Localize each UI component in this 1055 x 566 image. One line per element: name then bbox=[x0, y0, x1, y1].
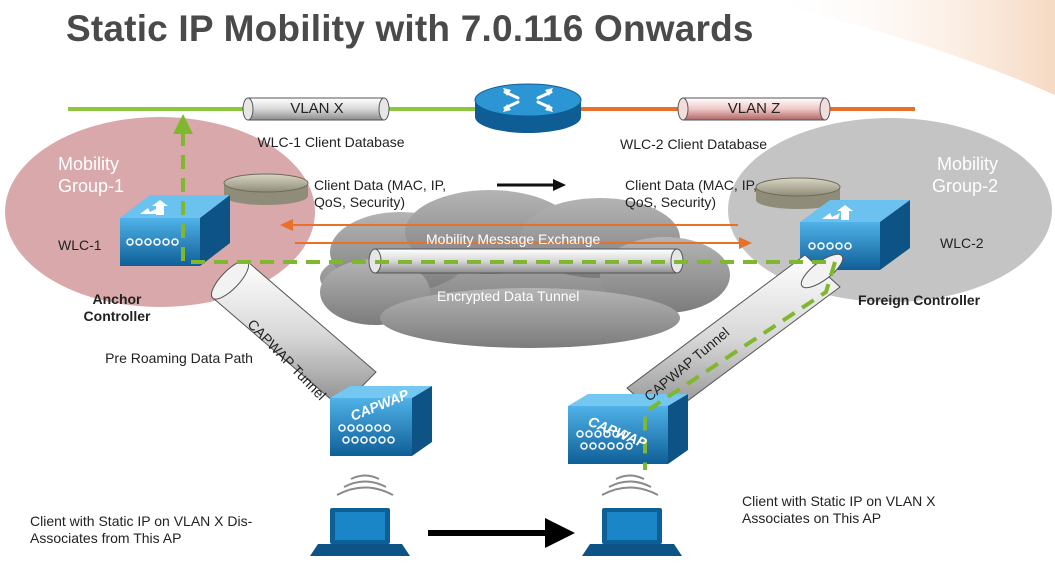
left-access-point-icon bbox=[330, 386, 432, 456]
router-icon bbox=[474, 83, 582, 133]
right-laptop-icon bbox=[582, 508, 682, 556]
mobility-group-2-label: Mobility Group-2 bbox=[931, 154, 998, 196]
wlc-1-label: WLC-1 bbox=[58, 237, 102, 253]
data-path-dashed bbox=[181, 132, 837, 470]
right-client-description: Client with Static IP on VLAN X Associat… bbox=[742, 493, 936, 526]
wlc-1-switch-icon bbox=[120, 195, 230, 266]
wlc-2-database-icon bbox=[755, 177, 841, 209]
roaming-arrowhead bbox=[545, 518, 575, 548]
right-access-point-icon bbox=[568, 394, 688, 464]
page-title: Static IP Mobility with 7.0.116 Onwards bbox=[66, 8, 754, 49]
right-wifi-signal-icon bbox=[601, 474, 659, 496]
mobility-group-1-label: Mobility Group-1 bbox=[58, 154, 125, 196]
wlc-2-switch-icon bbox=[800, 200, 910, 270]
vlan-z-label: VLAN Z bbox=[727, 100, 781, 117]
left-laptop-icon bbox=[310, 508, 410, 556]
left-client-description: Client with Static IP on VLAN X Dis-Asso… bbox=[30, 513, 253, 546]
wlc-2-label: WLC-2 bbox=[940, 235, 984, 251]
pre-roaming-data-path-label: Pre Roaming Data Path bbox=[105, 350, 253, 366]
client-data-arrowhead bbox=[553, 179, 566, 191]
mobility-message-exchange-label: Mobility Message Exchange bbox=[426, 231, 601, 247]
wlc-1-client-data: Client Data (MAC, IP, QoS, Security) bbox=[314, 177, 447, 210]
anchor-controller-label: Anchor Controller bbox=[83, 291, 151, 324]
vlan-z-tube bbox=[677, 97, 831, 121]
left-wifi-signal-icon bbox=[336, 474, 394, 496]
data-path-arrowhead bbox=[173, 114, 193, 134]
wlc-1-database-label: WLC-1 Client Database bbox=[257, 134, 405, 150]
vlan-x-tube bbox=[242, 97, 390, 121]
wlc-2-database-label: WLC-2 Client Database bbox=[620, 136, 768, 152]
vlan-x-label: VLAN X bbox=[290, 100, 344, 117]
mobility-message-arrows bbox=[280, 219, 752, 249]
wlc-1-database-icon bbox=[223, 173, 309, 205]
wlc-2-client-data: Client Data (MAC, IP, QoS, Security) bbox=[625, 177, 758, 210]
encrypted-data-tunnel-label: Encrypted Data Tunnel bbox=[437, 288, 580, 304]
foreign-controller-label: Foreign Controller bbox=[858, 292, 981, 308]
decorative-swoosh bbox=[760, 0, 1055, 95]
